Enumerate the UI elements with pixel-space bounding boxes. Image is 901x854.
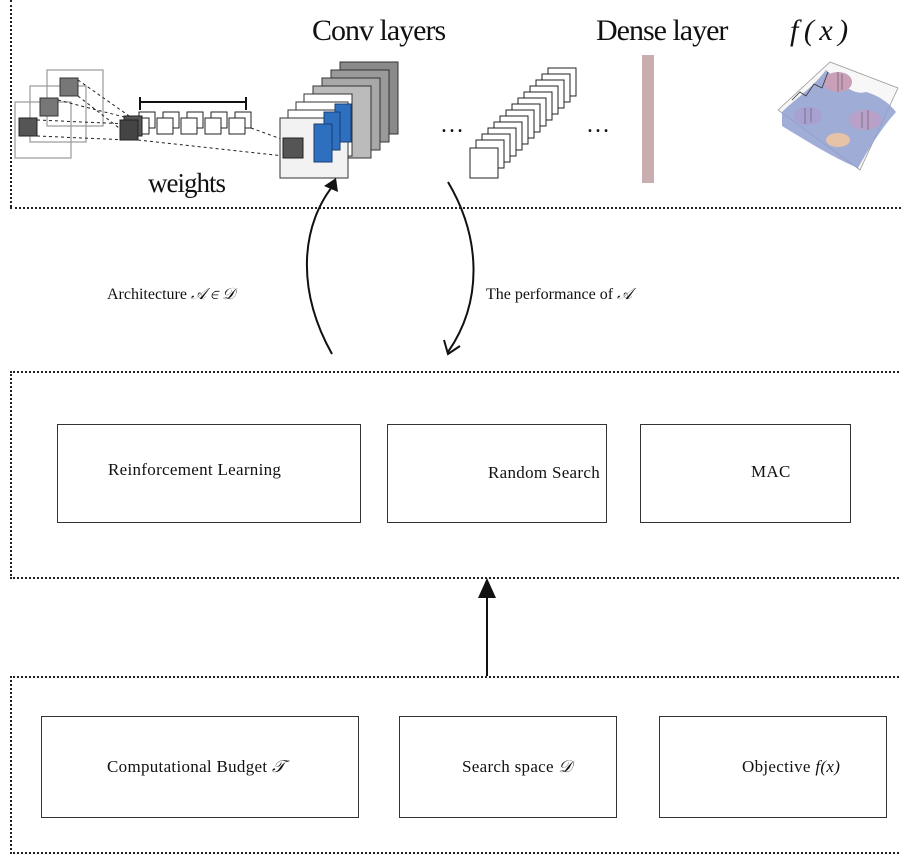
input-math: f(x): [815, 757, 841, 776]
dense-layer-label: Dense layer: [596, 14, 728, 47]
ellipsis-2: …: [586, 112, 610, 138]
fx-label: f ( x ): [790, 14, 848, 47]
methods-region: [10, 371, 901, 579]
ellipsis-1: …: [440, 112, 464, 138]
performance-arrow: [447, 181, 475, 353]
inputs-to-methods-arrowhead: [478, 578, 496, 598]
conv-layers-label: Conv layers: [312, 14, 446, 47]
performance-arrowhead: [443, 339, 461, 356]
architecture-arrow: [306, 181, 337, 355]
input-math: 𝒟: [558, 757, 573, 776]
method-random-search[interactable]: Random Search: [387, 424, 607, 523]
method-reinforcement-learning[interactable]: Reinforcement Learning: [57, 424, 361, 523]
input-label: Search space: [462, 757, 554, 776]
conv-stack-2: [469, 67, 577, 179]
performance-label: The performance of 𝒜: [486, 286, 632, 304]
architecture-label-math: 𝒜 ∈ 𝒟: [190, 286, 235, 303]
method-label: MAC: [751, 461, 791, 481]
top-region: [10, 0, 901, 209]
input-label: Computational Budget: [107, 757, 268, 776]
performance-label-math: 𝒜: [617, 286, 633, 303]
top-region-left-edge: [10, 0, 12, 207]
architecture-label: Architecture 𝒜 ∈ 𝒟: [107, 286, 235, 304]
performance-label-text: The performance of: [486, 286, 614, 303]
dense-layer-bar: [642, 55, 654, 183]
input-objective[interactable]: Objective f(x): [659, 716, 887, 818]
fx-surface-plot: [777, 61, 899, 171]
architecture-arrowhead: [324, 178, 338, 192]
architecture-label-text: Architecture: [107, 286, 187, 303]
input-search-space[interactable]: Search space 𝒟: [399, 716, 617, 818]
method-label: Reinforcement Learning: [108, 459, 282, 479]
input-label: Objective: [742, 757, 811, 776]
input-feature-maps: [14, 69, 104, 159]
method-label: Random Search: [487, 462, 600, 482]
weights-bracket: [139, 97, 247, 110]
weights-filters: [132, 111, 252, 135]
input-math: 𝒯: [271, 757, 286, 776]
method-mac[interactable]: MAC: [640, 424, 851, 523]
inputs-region: [10, 676, 901, 854]
weights-label: weights: [148, 168, 226, 198]
input-computational-budget[interactable]: Computational Budget 𝒯: [41, 716, 359, 818]
